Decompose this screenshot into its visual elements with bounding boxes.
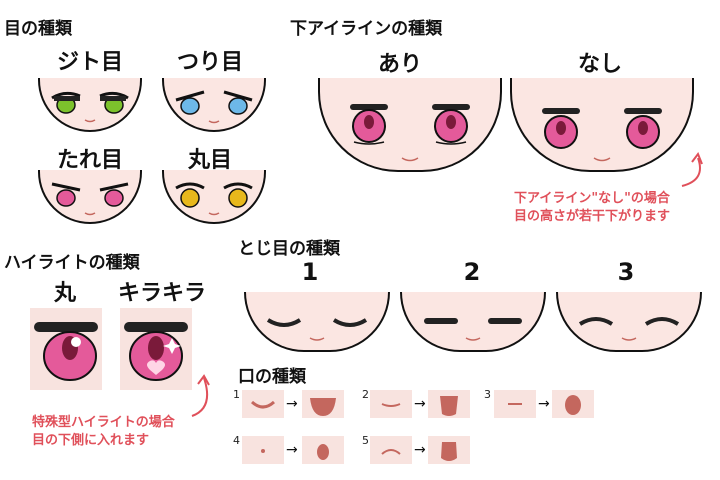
- arrow-icon: →: [414, 396, 426, 412]
- mouth-5-closed-illustration: [381, 449, 401, 455]
- lower-eyeline-title: 下アイラインの種類: [290, 19, 443, 39]
- mouth-3-open: [552, 390, 594, 418]
- mouth-1-open-illustration: [310, 398, 336, 416]
- closed-eye-3-illustration: [578, 317, 680, 341]
- jito-eyes-illustration: [51, 91, 129, 123]
- closed-eyes-title: とじ目の種類: [238, 239, 340, 259]
- arrow-icon: →: [286, 396, 298, 412]
- tsuri-eyes-illustration: [175, 90, 253, 124]
- mouth-2-open-illustration: [440, 396, 458, 416]
- eyeline-note-line1: 下アイライン"なし"の場合: [514, 191, 670, 206]
- highlight-round-illustration: [34, 322, 98, 381]
- eyeline-face-nashi: [510, 78, 694, 172]
- closed-eye-number: 3: [617, 258, 635, 286]
- tare-eyes-illustration: [51, 182, 129, 216]
- highlight-sparkle-panel: [120, 308, 192, 390]
- curved-arrow-icon: [681, 151, 703, 187]
- eyeline-note-line2: 目の高さが若干下がります: [514, 209, 671, 224]
- curved-arrow-icon: [191, 374, 210, 417]
- highlight-label: キラキラ: [117, 281, 206, 306]
- eye-type-label: たれ目: [56, 148, 123, 173]
- mouth-number: 4: [233, 434, 240, 447]
- mouth-2-open: [428, 390, 470, 418]
- highlight-round-panel: [30, 308, 102, 390]
- highlight-note-line2: 目の下側に入れます: [32, 433, 150, 448]
- closed-eye-face-2: [400, 292, 546, 352]
- closed-eye-face-3: [556, 292, 702, 352]
- highlight-sparkle-illustration: [124, 322, 188, 381]
- closed-eye-1-illustration: [266, 318, 368, 341]
- mouth-3-open-illustration: [565, 395, 581, 415]
- closed-eye-number: 2: [463, 258, 481, 286]
- eyeline-ari-illustration: [350, 104, 470, 162]
- mouth-number: 1: [233, 388, 240, 401]
- eyeline-label: あり: [377, 52, 422, 77]
- eyeline-nashi-illustration: [542, 108, 662, 162]
- mouth-5-closed: [370, 436, 412, 464]
- mouth-4-closed: [242, 436, 284, 464]
- eye-type-face-tsuri: [162, 78, 266, 132]
- eyeline-label: なし: [577, 52, 622, 77]
- mouth-5-open: [428, 436, 470, 464]
- mouth-1-closed-illustration: [250, 400, 276, 409]
- mouth-4-open: [302, 436, 344, 464]
- arrow-icon: →: [538, 396, 550, 412]
- closed-eye-face-1: [244, 292, 390, 352]
- arrow-icon: →: [286, 442, 298, 458]
- closed-eye-2-illustration: [424, 318, 522, 341]
- mouth-3-closed-illustration: [508, 403, 522, 405]
- eye-type-label: 丸目: [187, 148, 232, 173]
- highlight-title: ハイライトの種類: [4, 253, 140, 273]
- maru-eyes-illustration: [175, 182, 253, 216]
- mouth-number: 3: [484, 388, 491, 401]
- eye-type-face-jito: [38, 78, 142, 132]
- closed-eye-number: 1: [301, 258, 319, 286]
- mouth-1-closed: [242, 390, 284, 418]
- mouth-5-open-illustration: [441, 442, 457, 461]
- mouth-number: 5: [362, 434, 369, 447]
- mouth-2-closed-illustration: [381, 403, 401, 407]
- highlight-label: 丸: [53, 281, 76, 306]
- eye-type-face-tare: [38, 170, 142, 224]
- mouth-2-closed: [370, 390, 412, 418]
- mouth-number: 2: [362, 388, 369, 401]
- eye-type-label: つり目: [176, 50, 243, 75]
- eye-types-title: 目の種類: [4, 19, 72, 39]
- mouth-4-closed-illustration: [261, 449, 265, 453]
- eye-type-face-maru: [162, 170, 266, 224]
- highlight-note-line1: 特殊型ハイライトの場合: [32, 415, 175, 430]
- mouth-4-open-illustration: [317, 444, 329, 460]
- mouth-title: 口の種類: [238, 367, 306, 387]
- eye-type-label: ジト目: [56, 50, 123, 75]
- mouth-3-closed: [494, 390, 536, 418]
- eyeline-face-ari: [318, 78, 502, 172]
- mouth-1-open: [302, 390, 344, 418]
- arrow-icon: →: [414, 442, 426, 458]
